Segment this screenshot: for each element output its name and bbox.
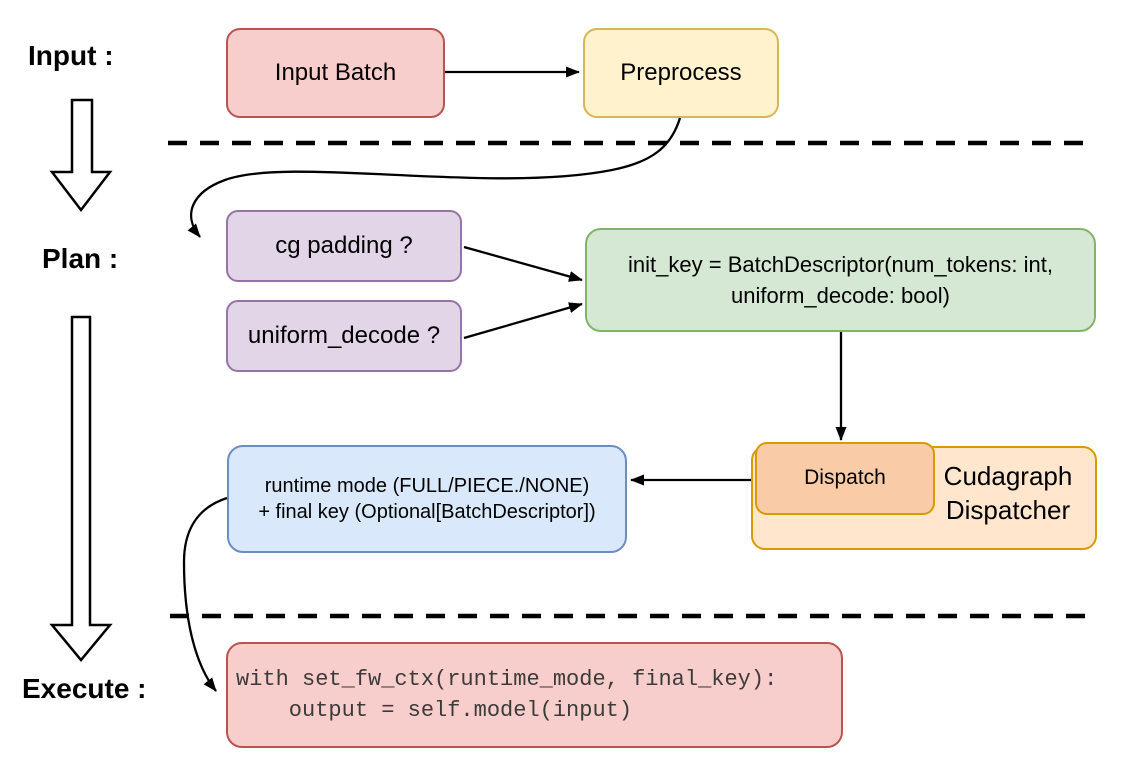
section-label-plan: Plan : (42, 243, 119, 274)
node-input-batch: Input Batch (226, 28, 445, 118)
section-label-execute: Execute : (22, 673, 147, 704)
node-uniform-decode: uniform_decode ? (226, 300, 462, 372)
node-cg-padding: cg padding ? (226, 210, 462, 282)
arrow-runtime-result-to-execute-code (182, 496, 228, 692)
node-uniform-decode-label: uniform_decode ? (247, 322, 441, 349)
node-dispatch-label: Dispatch (804, 466, 886, 490)
node-execute-code-line1: with set_fw_ctx(runtime_mode, final_key)… (236, 667, 778, 692)
node-input-batch-label: Input Batch (274, 59, 397, 86)
node-runtime-result-line1: runtime mode (FULL/PIECE./NONE) (264, 475, 590, 497)
section-label-input: Input : (28, 40, 114, 71)
node-execute-code: with set_fw_ctx(runtime_mode, final_key)… (226, 642, 843, 748)
arrow-uniform-decode-to-init-key (463, 302, 583, 340)
node-cudagraph-line1: Cudagraph (943, 461, 1073, 491)
node-preprocess: Preprocess (583, 28, 779, 118)
node-cudagraph-dispatcher-label: Cudagraph Dispatcher (927, 459, 1089, 527)
node-init-key-line2: uniform_decode: bool) (731, 283, 950, 308)
node-init-key: init_key = BatchDescriptor(num_tokens: i… (585, 228, 1096, 332)
node-init-key-line1: init_key = BatchDescriptor(num_tokens: i… (628, 252, 1053, 277)
node-dispatch: Dispatch (755, 442, 935, 515)
node-cg-padding-label: cg padding ? (275, 232, 413, 259)
node-cudagraph-line2: Dispatcher (945, 495, 1071, 525)
node-runtime-result-line2: + final key (Optional[BatchDescriptor]) (258, 501, 596, 523)
arrow-cg-padding-to-init-key (463, 245, 583, 282)
node-preprocess-label: Preprocess (620, 59, 742, 86)
node-runtime-result: runtime mode (FULL/PIECE./NONE) + final … (227, 445, 627, 553)
block-arrow-plan-to-execute (49, 315, 113, 662)
block-arrow-input-to-plan (49, 98, 113, 213)
node-execute-code-line2: output = self.model(input) (236, 698, 633, 723)
